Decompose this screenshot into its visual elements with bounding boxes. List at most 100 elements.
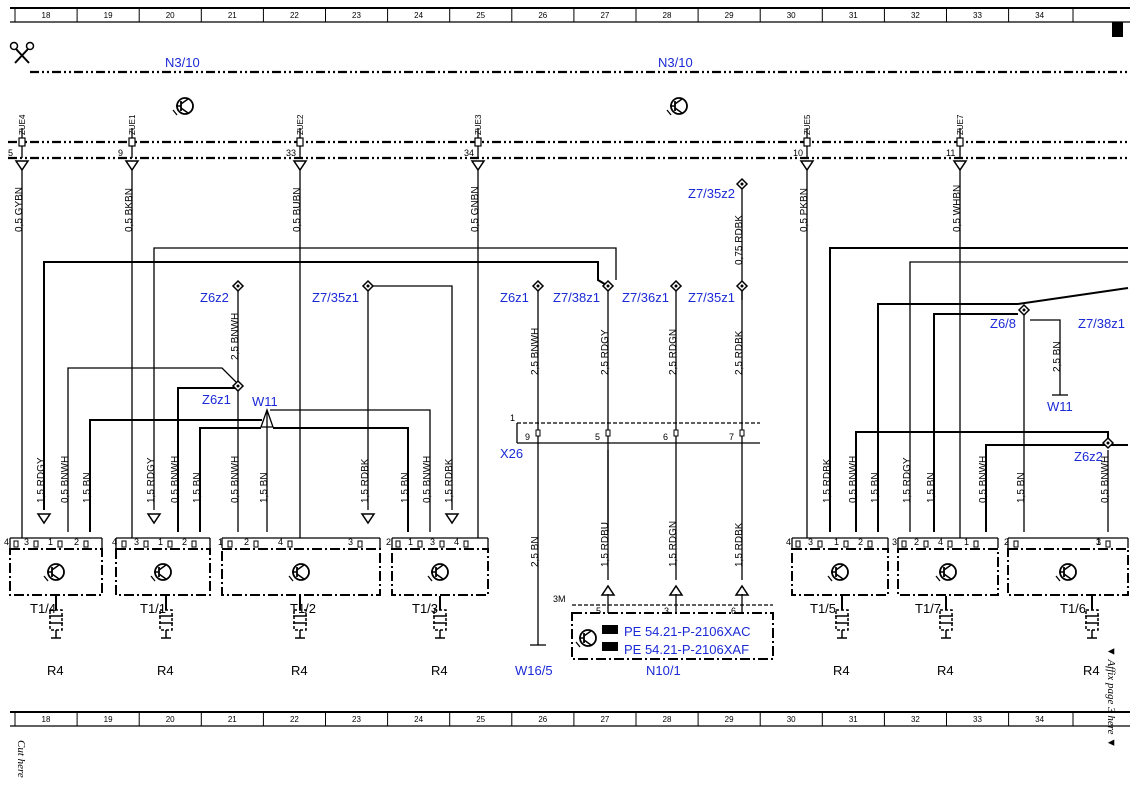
column-number: 27	[600, 715, 609, 724]
relay-label: ZUE2	[296, 114, 305, 135]
column-number: 29	[725, 715, 734, 724]
module-pin: 9	[118, 148, 123, 158]
coil-pin: 4	[938, 537, 943, 547]
wire-label: 2,5 BN	[530, 536, 541, 567]
coil-label: T1/2	[290, 601, 316, 616]
column-number: 25	[476, 11, 485, 20]
coil-label: T1/3	[412, 601, 438, 616]
svg-text:9: 9	[525, 432, 530, 442]
wire-label: 0,5 WHBN	[952, 185, 963, 232]
coil-label: T1/7	[915, 601, 941, 616]
spark-plug-label: R4	[1083, 663, 1100, 678]
wire-label: 0,5 PKBN	[799, 188, 810, 232]
coil-pin: 2	[74, 537, 79, 547]
connector-label: Z7/36z1	[622, 290, 669, 305]
spark-plug-label: R4	[833, 663, 850, 678]
svg-text:1: 1	[510, 413, 515, 423]
column-number: 24	[414, 715, 423, 724]
connector-label: Z7/38z1	[1078, 316, 1125, 331]
column-number: 32	[911, 715, 920, 724]
relay-label: ZUE1	[128, 114, 137, 135]
coil-pin: 2	[244, 537, 249, 547]
module-pin: 34	[464, 148, 474, 158]
column-number: 19	[104, 715, 113, 724]
relay-label: ZUE7	[956, 114, 965, 135]
column-number: 33	[973, 11, 982, 20]
column-number: 34	[1035, 715, 1044, 724]
scissors-icon	[9, 41, 35, 64]
coil-wire-label: 1,5 RDBK	[360, 458, 371, 503]
wire-label: 0,5 GYBN	[14, 187, 25, 232]
ignition-coil	[897, 548, 999, 596]
column-number: 25	[476, 715, 485, 724]
column-number: 32	[911, 11, 920, 20]
column-number: 28	[663, 11, 672, 20]
reference-link[interactable]: PE 54.21-P-2106XAC	[624, 624, 750, 639]
column-number: 30	[787, 11, 796, 20]
ignition-coil	[115, 548, 211, 596]
module-label: N3/10	[658, 55, 693, 70]
ground-label-w16: W16/5	[515, 663, 553, 678]
cable-label-w11: W11	[252, 394, 278, 409]
coil-pin: 1	[218, 537, 223, 547]
coil-label: T1/6	[1060, 601, 1086, 616]
coil-pin: 2	[1004, 537, 1009, 547]
coil-wire-label: 1,5 RDGY	[36, 457, 47, 503]
wire-label: 1,5 RDBU	[600, 522, 611, 567]
coil-wire-label: 1,5 BN	[192, 472, 203, 503]
coil-pin: 2	[182, 537, 187, 547]
coil-wire-label: 1,5 BN	[259, 472, 270, 503]
coil-pin: 3	[430, 537, 435, 547]
coil-pin: 4	[4, 537, 9, 547]
column-number: 31	[849, 715, 858, 724]
column-number: 22	[290, 715, 299, 724]
coil-pin: 4	[112, 537, 117, 547]
spark-plug-label: R4	[291, 663, 308, 678]
coil-pin: 4	[454, 537, 459, 547]
coil-wire-label: 1,5 RDGY	[902, 457, 913, 503]
coil-wire-label: 1,5 BN	[82, 472, 93, 503]
page-mark	[1112, 22, 1123, 37]
coil-wire-label: 0,5 BNWH	[422, 456, 433, 503]
wire-label: 1,5 RDBK	[734, 522, 745, 567]
ignition-coil	[9, 548, 103, 596]
relay-label: ZUE4	[18, 114, 27, 135]
cut-instruction: Cut here	[15, 740, 27, 778]
column-number: 31	[849, 11, 858, 20]
coil-pin: 3	[348, 537, 353, 547]
coil-wire-label: 1,5 RDBK	[822, 458, 833, 503]
column-number: 33	[973, 715, 982, 724]
column-number: 30	[787, 715, 796, 724]
connector-label: Z6z1	[500, 290, 529, 305]
column-number: 19	[104, 11, 113, 20]
coil-wire-label: 0,5 BNWH	[230, 456, 241, 503]
connector-label: Z7/35z1	[312, 290, 359, 305]
coil-label: T1/5	[810, 601, 836, 616]
spark-plug-label: R4	[431, 663, 448, 678]
coil-pin: 2	[858, 537, 863, 547]
coil-wire-label: 0,5 BNWH	[978, 456, 989, 503]
coil-pin: 3	[134, 537, 139, 547]
connector-label: Z6/8	[990, 316, 1016, 331]
module-pin: 10	[793, 148, 803, 158]
connector-x26: X26	[500, 446, 523, 461]
coil-wire-label: 0,5 BNWH	[848, 456, 859, 503]
ignition-coil	[391, 548, 489, 596]
coil-wire-label: 1,5 RDGY	[146, 457, 157, 503]
svg-text:3: 3	[664, 606, 669, 616]
wire-label: 2,5 RDGN	[668, 329, 679, 375]
wire-label: 2,5 RDGY	[600, 329, 611, 375]
coil-pin: 1	[834, 537, 839, 547]
svg-text:7: 7	[729, 432, 734, 442]
column-number: 18	[42, 11, 51, 20]
wire-label: 2,5 BNWH	[530, 328, 541, 375]
coil-wire-label: 0,5 BNWH	[1100, 456, 1111, 503]
ignition-coil	[791, 548, 889, 596]
reference-hand-icon	[602, 625, 618, 651]
spark-plug-label: R4	[47, 663, 64, 678]
ignition-coil	[1007, 548, 1129, 596]
column-number: 21	[228, 11, 237, 20]
reference-link[interactable]: PE 54.21-P-2106XAF	[624, 642, 749, 657]
